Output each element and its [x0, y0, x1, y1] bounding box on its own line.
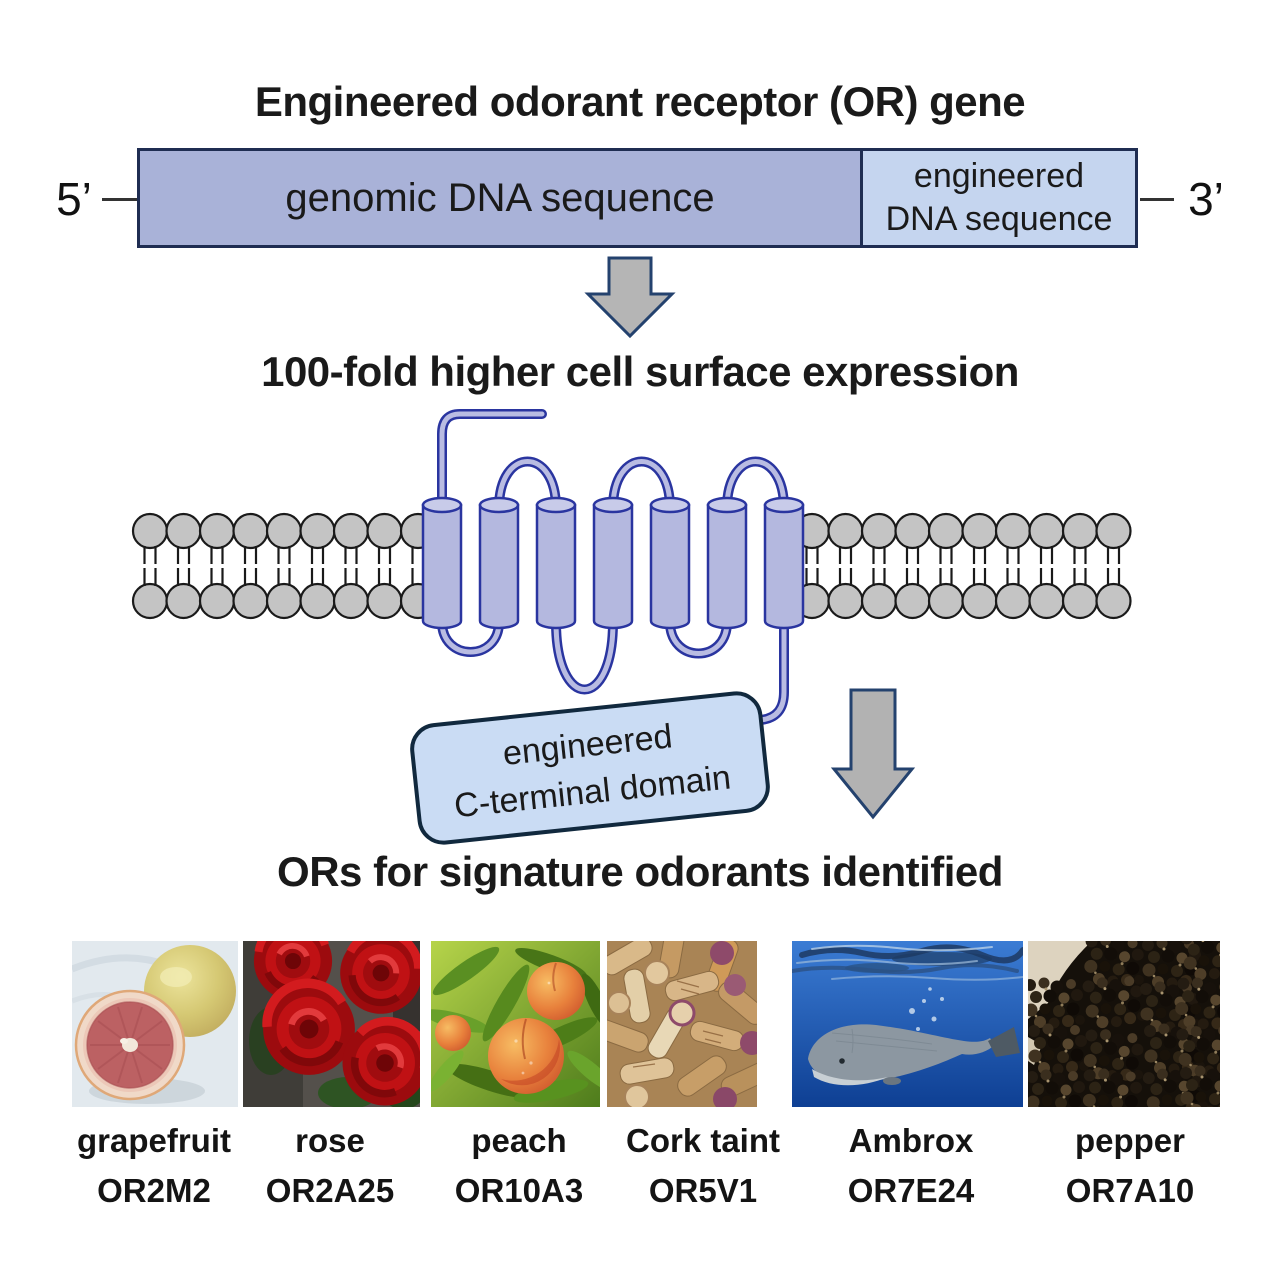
lipid-bilayer-left — [131, 512, 437, 620]
engineered-dna-segment: engineered DNA sequence — [860, 148, 1138, 248]
odorant-label-pepper: pepper OR7A10 — [1015, 1116, 1245, 1216]
membrane-receptor-diagram: engineered C-terminal domain — [131, 409, 1132, 845]
receptor-loops — [437, 409, 789, 726]
page-title: Engineered odorant receptor (OR) gene — [254, 78, 1026, 125]
results-heading: ORs for signature odorants identified — [277, 848, 1003, 895]
odorant-name: peach — [471, 1122, 567, 1159]
odorant-label-grapefruit: grapefruit OR2M2 — [39, 1116, 269, 1216]
down-arrow-icon — [830, 688, 916, 820]
gene-right-connector-line — [1140, 198, 1174, 201]
odorant-receptor-code: OR7A10 — [1065, 1172, 1195, 1209]
gene-left-connector-line — [102, 198, 138, 201]
rose-photo — [243, 941, 420, 1107]
whale-photo — [792, 941, 1023, 1107]
odorant-receptor-code: OR5V1 — [648, 1172, 758, 1209]
odorant-receptor-code: OR2A25 — [265, 1172, 395, 1209]
odorant-label-peach: peach OR10A3 — [404, 1116, 634, 1216]
genomic-dna-segment: genomic DNA sequence — [137, 148, 863, 248]
engineered-dna-label-line2: DNA sequence — [885, 200, 1113, 238]
grapefruit-photo — [72, 941, 238, 1107]
cork-photo — [607, 941, 757, 1107]
expression-heading: 100-fold higher cell surface expression — [261, 348, 1019, 395]
peach-photo — [431, 941, 600, 1107]
odorant-receptor-code: OR7E24 — [847, 1172, 975, 1209]
odorant-receptor-code: OR10A3 — [454, 1172, 584, 1209]
odorant-receptor-code: OR2M2 — [97, 1172, 211, 1209]
odorant-name: Ambrox — [848, 1122, 974, 1159]
three-prime-label: 3’ — [1188, 173, 1224, 225]
five-prime-label: 5’ — [56, 173, 92, 225]
odorant-label-rose: rose OR2A25 — [215, 1116, 445, 1216]
transmembrane-helices — [421, 496, 805, 630]
down-arrow-icon — [584, 256, 676, 339]
odorant-label-cork-taint: Cork taint OR5V1 — [588, 1116, 818, 1216]
c-terminal-domain-box: engineered C-terminal domain — [410, 691, 770, 845]
odorant-name: Cork taint — [625, 1122, 780, 1159]
odorant-name: rose — [295, 1122, 365, 1159]
lipid-bilayer-right — [793, 512, 1132, 620]
odorant-name: pepper — [1074, 1122, 1186, 1159]
pepper-photo — [1028, 941, 1220, 1107]
genomic-dna-label: genomic DNA sequence — [285, 175, 715, 220]
odorant-name: grapefruit — [76, 1122, 231, 1159]
odorant-label-ambrox: Ambrox OR7E24 — [796, 1116, 1026, 1216]
engineered-dna-label-line1: engineered — [913, 157, 1085, 195]
